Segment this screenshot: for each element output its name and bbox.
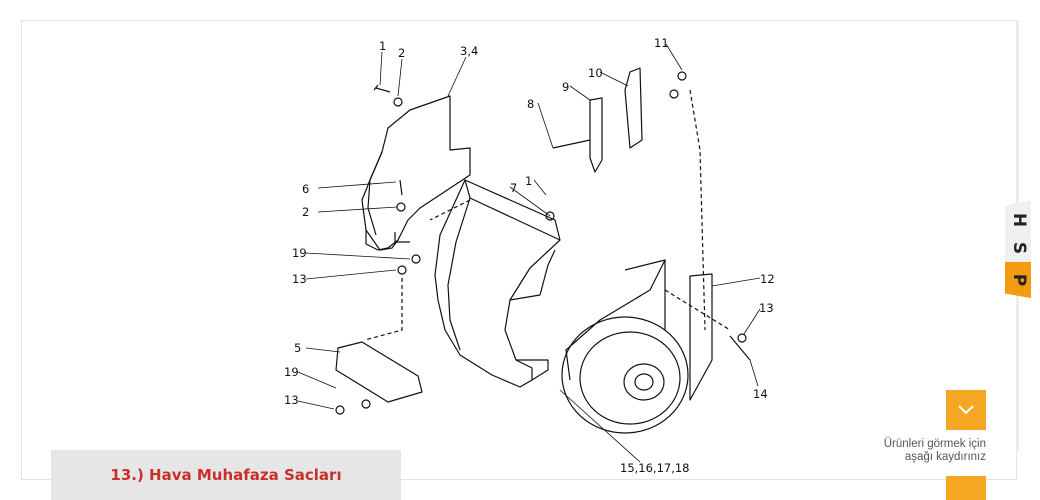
callout-7: 7 bbox=[510, 181, 517, 195]
hsp-letter-h: H bbox=[1009, 212, 1029, 228]
scroll-hint-line1: Ürünleri görmek için bbox=[883, 438, 986, 450]
callout-9: 9 bbox=[562, 80, 569, 94]
callout-12: 12 bbox=[760, 272, 775, 286]
hsp-accent-strip bbox=[1005, 262, 1031, 298]
callout-1: 1 bbox=[379, 39, 386, 53]
caption-title: 13.) Hava Muhafaza Sacları bbox=[110, 466, 342, 484]
callout-10: 10 bbox=[588, 66, 603, 80]
hsp-letter-s: S bbox=[1009, 241, 1029, 255]
callout-19-mid: 19 bbox=[292, 246, 307, 260]
content-frame bbox=[21, 20, 1017, 480]
shroud-left-piece bbox=[361, 95, 471, 251]
callout-15-18: 15,16,17,18 bbox=[620, 461, 690, 475]
chevron-down-icon bbox=[958, 405, 974, 415]
callout-8: 8 bbox=[527, 97, 534, 111]
callout-13-mid: 13 bbox=[292, 272, 307, 286]
callout-3-4: 3,4 bbox=[460, 44, 478, 58]
scroll-down-button[interactable] bbox=[946, 390, 986, 430]
scroll-hint-text: Ürünleri görmek için aşağı kaydırınız bbox=[850, 438, 986, 464]
product-caption[interactable]: 13.) Hava Muhafaza Sacları bbox=[51, 450, 401, 500]
callout-1-mid: 1 bbox=[525, 174, 532, 188]
callout-11: 11 bbox=[654, 36, 669, 50]
callout-2: 2 bbox=[398, 46, 405, 60]
motor-housing bbox=[561, 316, 689, 434]
parts-diagram: 1 2 3,4 6 2 19 13 5 19 13 8 9 10 11 7 1 … bbox=[270, 30, 790, 480]
plate-10 bbox=[624, 67, 643, 149]
scroll-hint-line2: aşağı kaydırınız bbox=[904, 451, 986, 463]
callout-6: 6 bbox=[302, 182, 309, 196]
callout-19-bottom: 19 bbox=[284, 365, 299, 379]
callout-5: 5 bbox=[294, 341, 301, 355]
hsp-letter-p: P bbox=[1009, 273, 1029, 287]
plate-5 bbox=[335, 341, 423, 403]
callout-13-bottom: 13 bbox=[284, 393, 299, 407]
plate-9 bbox=[589, 97, 603, 173]
secondary-scroll-button[interactable] bbox=[946, 476, 986, 500]
exploded-view-drawing: 1 2 3,4 6 2 19 13 5 19 13 8 9 10 11 7 1 … bbox=[284, 36, 775, 475]
callout-14: 14 bbox=[753, 387, 768, 401]
callout-13-right: 13 bbox=[759, 301, 774, 315]
callout-2-mid: 2 bbox=[302, 205, 309, 219]
plate-12 bbox=[689, 273, 713, 401]
